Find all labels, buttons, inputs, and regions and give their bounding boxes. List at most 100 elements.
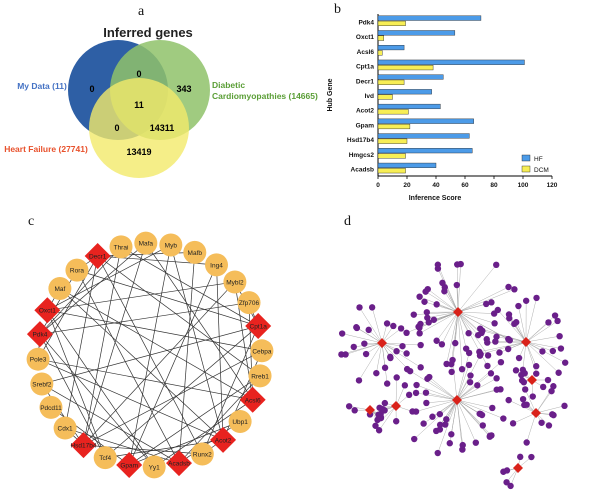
cluster-leaf-node [417, 364, 423, 370]
bar-dcm-cpt1a [378, 65, 433, 70]
cluster-leaf-node [521, 379, 527, 385]
cluster-edge [458, 312, 494, 314]
node-label-zfp706: Zfp706 [239, 300, 260, 307]
cluster-edge [527, 413, 536, 442]
bar-hf-acadsb [378, 163, 436, 168]
cluster-edge [526, 298, 537, 342]
tick-label-gpam: Gpam [356, 122, 375, 129]
venn-count-ab: 0 [136, 69, 141, 79]
venn-count-b-only: 343 [176, 84, 191, 94]
cluster-leaf-node [476, 411, 482, 417]
node-label-hsd17b4: Hsd17b4 [70, 443, 96, 450]
cluster-leaf-node [467, 372, 473, 378]
cluster-leaf-node [498, 359, 504, 365]
cluster-leaf-node [351, 407, 357, 413]
cluster-leaf-node [449, 357, 455, 363]
bar-hf-decr1 [378, 75, 443, 80]
cluster-leaf-node [540, 384, 546, 390]
cluster-leaf-node [484, 363, 490, 369]
x-tick-label: 20 [403, 182, 411, 189]
cluster-leaf-node [520, 396, 526, 402]
cluster-leaf-node [417, 342, 423, 348]
cluster-leaf-node [346, 403, 352, 409]
bar-dcm-hmgcs2 [378, 154, 406, 159]
cluster-leaf-node [376, 427, 382, 433]
cluster-leaf-node [417, 321, 423, 327]
cluster-leaf-node [510, 420, 516, 426]
cluster-leaf-node [424, 309, 430, 315]
cluster-edge [458, 289, 514, 312]
cluster-leaf-node [513, 319, 519, 325]
cluster-leaf-node [503, 479, 509, 485]
panel-d: d [300, 210, 600, 497]
cluster-leaf-node [497, 386, 503, 392]
cluster-leaf-node [373, 370, 379, 376]
cluster-edge [457, 400, 492, 408]
panel-a: a Inferred genes My Data (11) Diabetic C… [0, 0, 300, 200]
cluster-leaf-node [477, 352, 483, 358]
cluster-leaf-node [521, 402, 527, 408]
tick-label-hsd17b4: Hsd17b4 [347, 137, 374, 144]
cluster-leaf-node [421, 299, 427, 305]
bar-dcm-gpam [378, 124, 410, 129]
bar-hf-cpt1a [378, 60, 524, 65]
cluster-leaf-node [533, 363, 539, 369]
legend-label-dcm: DCM [534, 167, 549, 174]
cluster-leaf-node [353, 324, 359, 330]
cluster-leaf-node [522, 370, 528, 376]
cluster-leaf-node [411, 436, 417, 442]
node-label-gpam: Gpam [120, 463, 138, 470]
node-label-ubp1: Ubp1 [232, 419, 248, 426]
cluster-edge [457, 400, 490, 436]
tick-label-oxct1: Oxct1 [356, 34, 374, 41]
x-tick-label: 120 [547, 182, 558, 189]
venn-title: Inferred genes [103, 25, 193, 40]
bar-dcm-oxct1 [378, 36, 384, 41]
node-label-acadsb: Acadsb [168, 461, 190, 468]
venn-count-bc: 14311 [150, 123, 175, 133]
bar-hf-oxct1 [378, 30, 455, 35]
bar-dcm-acadsb [378, 168, 406, 173]
cluster-leaf-node [442, 421, 448, 427]
venn-count-c-only: 13419 [126, 147, 151, 157]
bar-dcm-ivd [378, 95, 393, 100]
cluster-leaf-node [515, 303, 521, 309]
cluster-leaf-node [505, 397, 511, 403]
node-label-oxct1: Oxct1 [39, 308, 56, 315]
bar-dcm-acsl6 [378, 51, 382, 56]
cluster-leaf-node [387, 354, 393, 360]
cluster-leaf-node [413, 390, 419, 396]
cluster-hub-node [513, 463, 523, 473]
cluster-leaf-node [485, 352, 491, 358]
cluster-leaf-node [398, 325, 404, 331]
cluster-leaf-node [454, 261, 460, 267]
cluster-edge [526, 316, 555, 342]
node-label-srebf2: Srebf2 [32, 381, 52, 388]
node-label-mybl2: Mybl2 [226, 279, 244, 286]
bar-hf-acsl6 [378, 45, 404, 50]
node-label-pdcd11: Pdcd11 [40, 405, 62, 412]
cluster-leaf-node [435, 450, 441, 456]
cluster-network [300, 210, 600, 497]
cluster-leaf-node [439, 341, 445, 347]
cluster-leaf-node [437, 411, 443, 417]
cluster-leaf-node [533, 295, 539, 301]
tick-label-acadsb: Acadsb [351, 167, 375, 174]
bar-hf-gpam [378, 119, 474, 124]
cluster-leaf-node [390, 323, 396, 329]
cluster-leaf-node [382, 400, 388, 406]
node-label-mafa: Mafa [139, 241, 154, 248]
node-label-acsl6: Acsl6 [245, 397, 261, 404]
tick-label-hmgcs2: Hmgcs2 [349, 152, 375, 159]
cluster-leaf-node [548, 388, 554, 394]
cluster-edge [457, 353, 469, 400]
cluster-leaf-node [416, 330, 422, 336]
cluster-leaf-node [562, 359, 568, 365]
cluster-leaf-node [538, 420, 544, 426]
cluster-leaf-node [393, 348, 399, 354]
cluster-edge [382, 328, 401, 343]
x-tick-label: 60 [461, 182, 469, 189]
cluster-leaf-node [433, 301, 439, 307]
cluster-leaf-node [411, 311, 417, 317]
